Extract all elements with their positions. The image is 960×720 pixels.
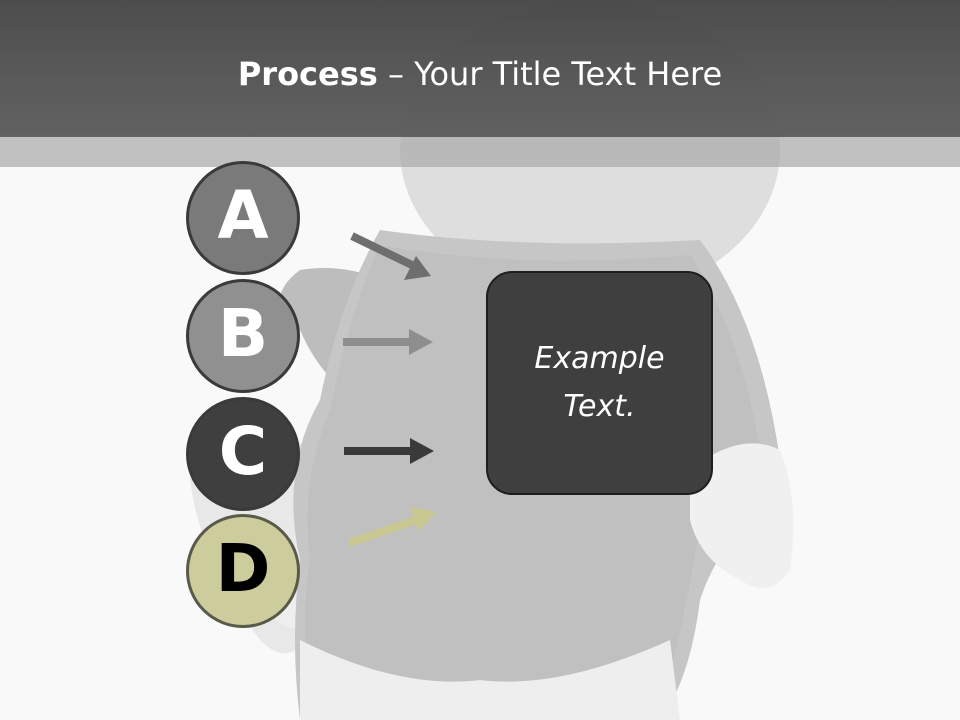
step-circle-b: B bbox=[186, 279, 300, 393]
page-title: Process – Your Title Text Here bbox=[0, 52, 960, 96]
step-letter: C bbox=[218, 413, 268, 490]
example-text: Example Text. bbox=[534, 341, 665, 424]
step-circle-c: C bbox=[186, 397, 300, 511]
title-bar bbox=[0, 0, 960, 137]
title-underline-strip bbox=[0, 137, 960, 167]
example-text-box: Example Text. bbox=[486, 271, 713, 495]
step-circle-a: A bbox=[186, 161, 300, 275]
step-letter: A bbox=[217, 177, 269, 254]
step-circle-d: D bbox=[186, 514, 300, 628]
step-letter: B bbox=[217, 295, 269, 372]
step-letter: D bbox=[215, 530, 271, 607]
title-bold-text: Process bbox=[237, 55, 378, 93]
title-rest-text: – Your Title Text Here bbox=[377, 55, 723, 93]
